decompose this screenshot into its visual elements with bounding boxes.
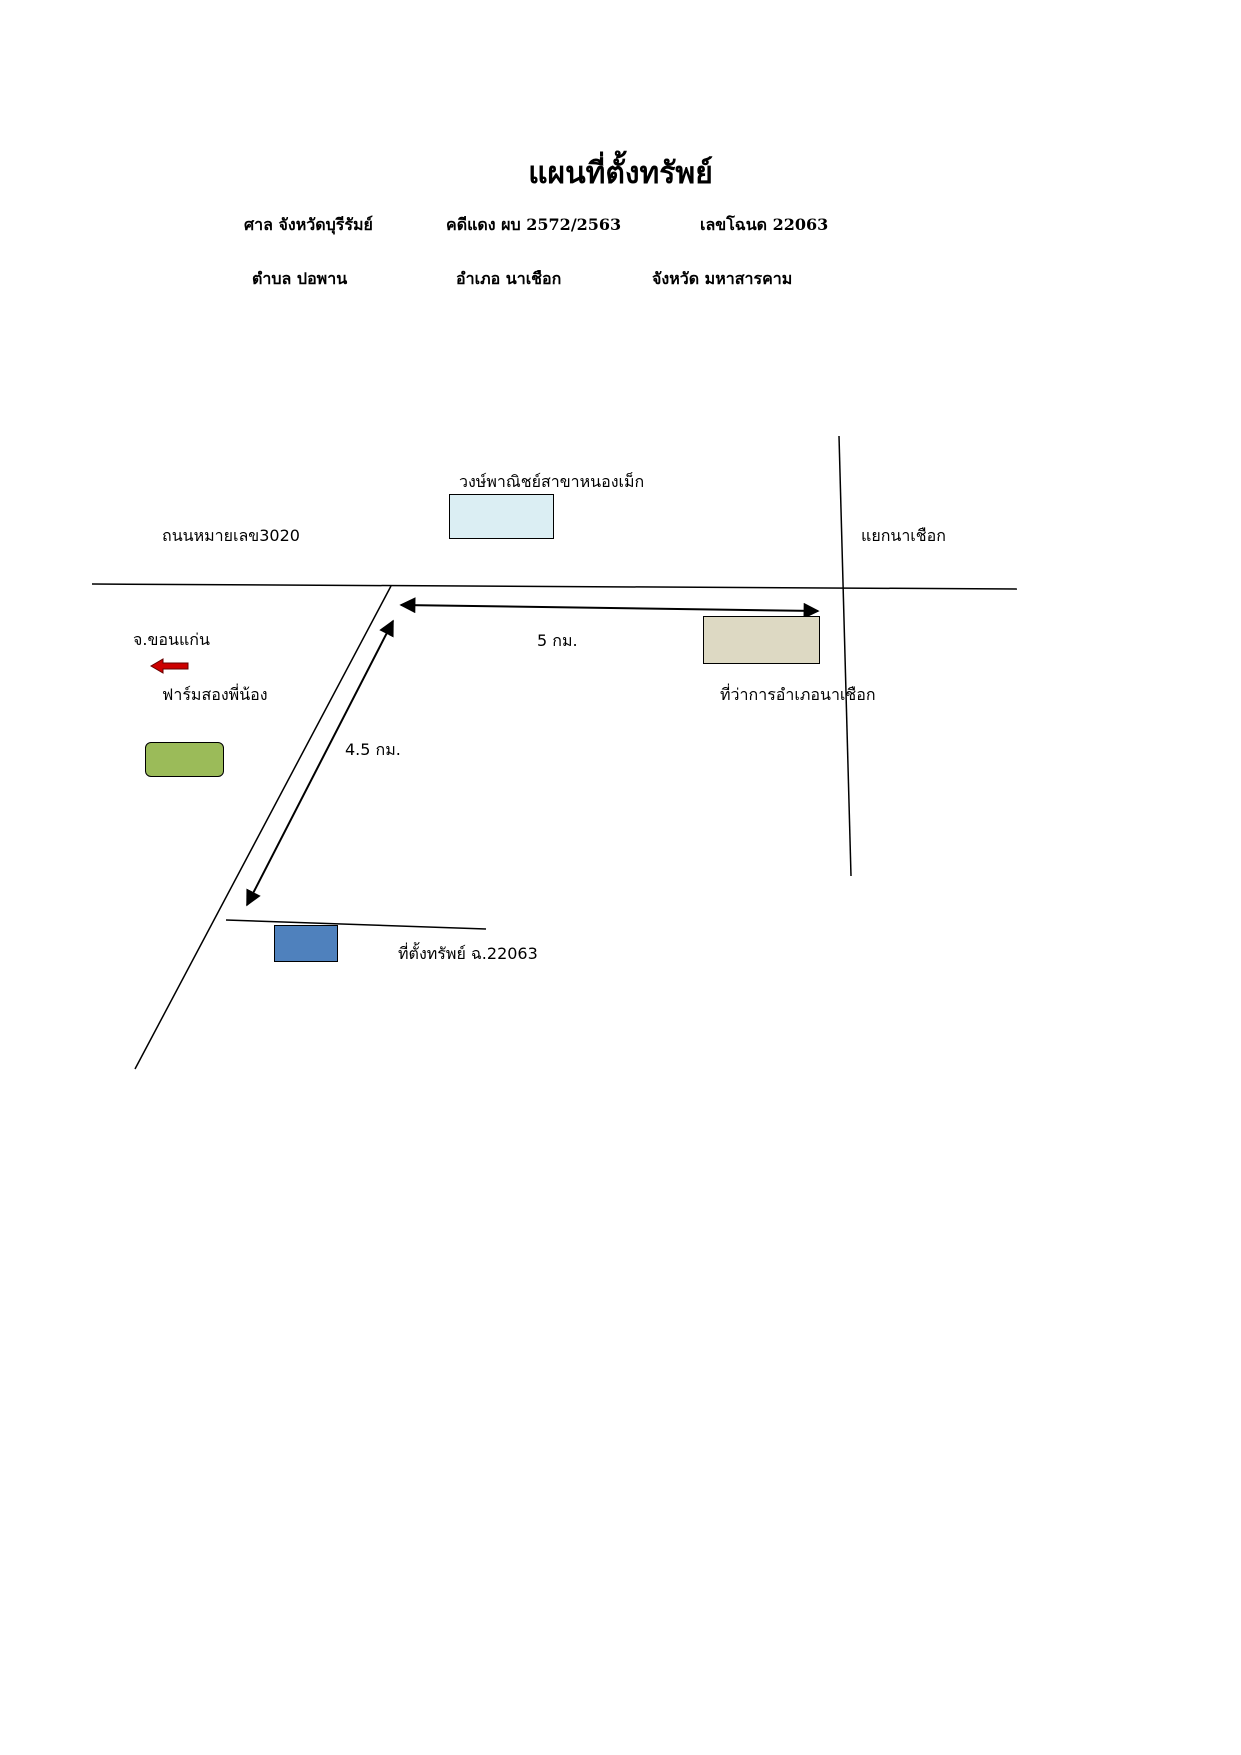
- direction-arrow-icon: [150, 658, 189, 674]
- highway-road: [91, 583, 1018, 590]
- deed-number-label: เลขโฉนด 22063: [700, 215, 829, 234]
- highway-label: ถนนหมายเลข3020: [162, 526, 300, 545]
- property-landmark: [274, 925, 338, 962]
- distance-south-label: 4.5 กม.: [345, 740, 401, 759]
- subdistrict-label: ตำบล ปอพาน: [252, 269, 348, 288]
- store-landmark: [449, 494, 554, 539]
- court-label: ศาล จังหวัดบุรีรัมย์: [244, 215, 373, 234]
- diagonal-road: [134, 585, 392, 1070]
- province-label: จังหวัด มหาสารคาม: [652, 269, 793, 288]
- property-road: [225, 919, 487, 930]
- distance-east-label: 5 กม.: [537, 631, 578, 650]
- farm-landmark: [145, 742, 224, 777]
- property-label: ที่ตั้งทรัพย์ ฉ.22063: [398, 944, 538, 963]
- case-number-label: คดีแดง ผบ 2572/2563: [446, 215, 622, 234]
- khonkaen-label: จ.ขอนแก่น: [133, 630, 210, 649]
- district-office-label: ที่ว่าการอำเภอนาเชือก: [720, 685, 876, 704]
- junction-road: [838, 435, 852, 877]
- farm-label: ฟาร์มสองพี่น้อง: [162, 685, 268, 704]
- distance-east-arrow: [399, 597, 820, 619]
- district-office-landmark: [703, 616, 820, 664]
- distance-south-arrow: [246, 619, 394, 907]
- junction-label: แยกนาเชือก: [861, 526, 946, 545]
- district-label: อำเภอ นาเชือก: [456, 269, 562, 288]
- store-label: วงษ์พาณิชย์สาขาหนองเม็ก: [459, 472, 645, 491]
- map-title: แผนที่ตั้งทรัพย์: [528, 156, 713, 191]
